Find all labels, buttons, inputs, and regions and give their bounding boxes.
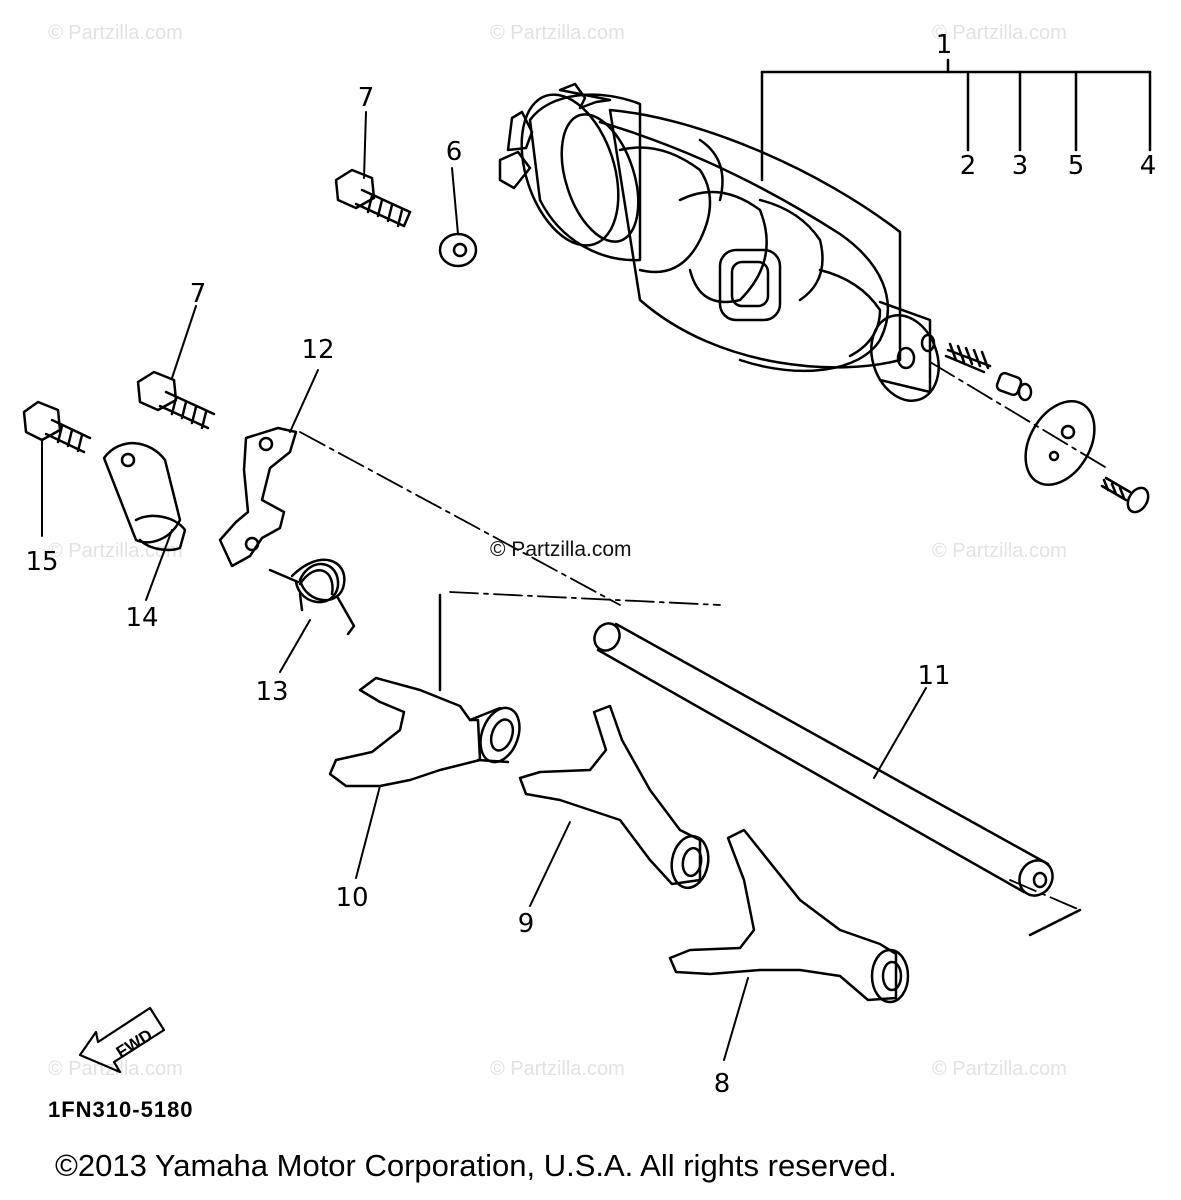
axis-lines <box>299 361 1111 911</box>
copyright-notice: ©2013 Yamaha Motor Corporation, U.S.A. A… <box>55 1148 897 1183</box>
stopper-lever-12-drawing <box>218 426 298 568</box>
center-watermark: © Partzilla.com <box>490 538 632 561</box>
fork-8-drawing <box>668 828 910 1004</box>
washer-6-drawing <box>438 232 478 268</box>
callout-12: 12 <box>301 335 335 365</box>
callout-2: 2 <box>959 151 977 181</box>
fork-10-drawing <box>328 676 521 788</box>
bolt-15-drawing <box>22 400 92 454</box>
callout-1-bracket <box>760 58 1152 182</box>
fwd-arrow-icon <box>78 1006 166 1074</box>
callout-14: 14 <box>125 603 159 633</box>
callout-7-upper: 7 <box>357 83 375 113</box>
watermark: © Partzilla.com <box>932 22 1067 44</box>
callout-13: 13 <box>255 677 289 707</box>
callout-6: 6 <box>445 137 463 167</box>
leader-lines <box>41 111 927 1061</box>
spring-2-drawing <box>944 342 992 374</box>
callout-9: 9 <box>517 909 535 939</box>
spring-13-drawing <box>268 558 356 636</box>
callout-1: 1 <box>935 30 953 60</box>
watermark: © Partzilla.com <box>932 540 1067 562</box>
shaft-outline-lines <box>438 593 1082 937</box>
segment-14-drawing <box>102 442 187 552</box>
callout-3: 3 <box>1011 151 1029 181</box>
screw-4-drawing <box>1100 476 1150 514</box>
fwd-label: FWD <box>113 1025 156 1062</box>
shift-drum-drawing <box>498 82 940 403</box>
diagram-code: 1FN310-5180 <box>48 1097 194 1122</box>
callout-10: 10 <box>335 883 369 913</box>
watermark: © Partzilla.com <box>932 1058 1067 1080</box>
callout-5: 5 <box>1067 151 1085 181</box>
pin-3-drawing <box>995 371 1033 402</box>
callout-11: 11 <box>917 661 951 691</box>
fork-9-drawing <box>518 704 710 890</box>
watermark: © Partzilla.com <box>490 1058 625 1080</box>
callout-7-lower: 7 <box>189 279 207 309</box>
callout-4: 4 <box>1139 151 1157 181</box>
callout-8: 8 <box>713 1069 731 1099</box>
watermark: © Partzilla.com <box>490 22 625 44</box>
guide-bar-11-drawing <box>593 622 1054 897</box>
plate-5-drawing <box>1024 399 1096 487</box>
bolt-7-upper-drawing <box>334 168 412 228</box>
watermark: © Partzilla.com <box>48 22 183 44</box>
callout-15: 15 <box>25 547 59 577</box>
bolt-7-lower-drawing <box>136 370 216 430</box>
